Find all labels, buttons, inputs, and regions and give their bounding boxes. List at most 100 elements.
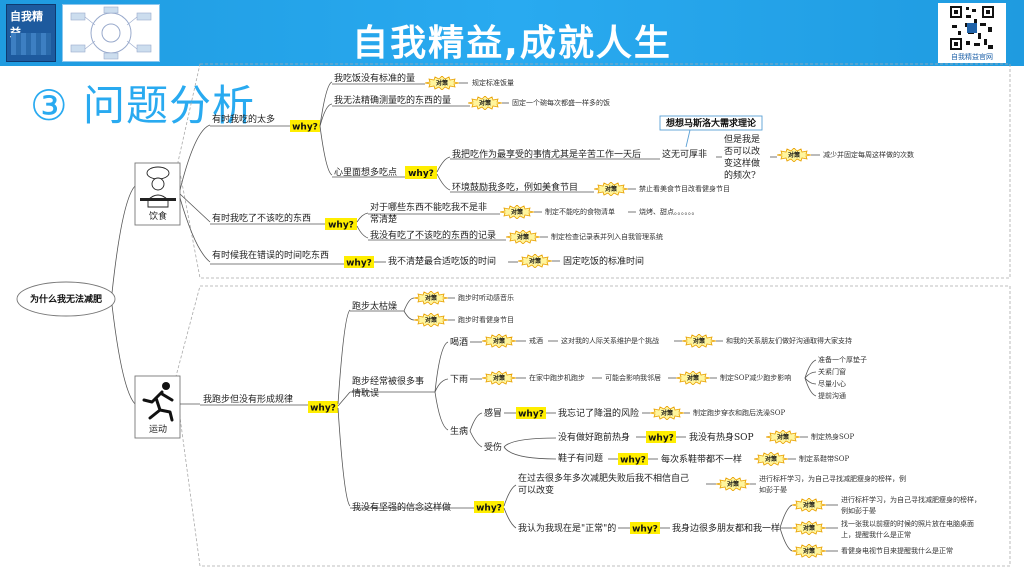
countermeasure-label: 对策: [425, 294, 437, 302]
diet-b2-c1-action: 制定不能吃的食物清单: [545, 207, 615, 216]
ex-d1-t3: 和我的关系朋友们做好沟通取得大家支持: [726, 336, 852, 345]
why-label: why?: [476, 504, 502, 514]
diet-d1-q4: 的频次?: [724, 169, 756, 181]
ex-c2-text-1: 跑步经常被很多事: [352, 375, 424, 387]
diet-d1-q2: 否可以改: [724, 145, 760, 157]
why-label: why?: [292, 123, 318, 133]
countermeasure-label: 对策: [727, 480, 739, 488]
ex-d2-t2: 可能会影响我邻居: [605, 373, 661, 382]
ex-c3-d1-action-1: 进行标杆学习，为自己寻找减肥瘦身的榜样，例: [759, 474, 906, 483]
why-label: why?: [648, 434, 674, 444]
ex-c3-d2-a1-1: 进行标杆学习，为自己寻找减肥瘦身的榜样，: [841, 495, 981, 504]
diet-d1-q1: 但是我是: [724, 133, 760, 145]
section-number: ③: [30, 81, 69, 130]
countermeasure-label: 对策: [777, 433, 789, 441]
diet-d1-q3: 变这样做: [724, 157, 760, 169]
diet-d1-mid: 这无可厚非: [662, 148, 707, 160]
ex-c3-d1-action-2: 如彭于晏: [759, 485, 787, 494]
ex-c3-d2-a3: 看健身电视节目来提醒我什么是正常: [841, 546, 953, 555]
why-label: why?: [408, 169, 434, 179]
diet-d1-action: 减少并固定每周这样做的次数: [823, 150, 914, 159]
diet-b2-label: 有时我吃了不该吃的东西: [212, 212, 311, 224]
countermeasure-label: 对策: [803, 524, 815, 532]
ex-f1-t1: 没有做好跑前热身: [558, 431, 630, 443]
chef-icon: [140, 166, 176, 208]
diet-d2-text: 环境鼓励我多吃，例如美食节目: [452, 181, 578, 193]
ex-e1-t1: 我忘记了降温的风险: [558, 407, 639, 419]
mindmap-thumbnail-image: [62, 4, 160, 62]
ex-c3-d2-a2-2: 上，提醒我什么是正常: [841, 530, 911, 539]
ex-c3-d2-t2: 我身边很多朋友都和我一样: [672, 522, 780, 534]
diet-b2-c2-action: 制定检查记录表并列入自我管理系统: [551, 232, 663, 241]
ex-c3-d2-a2-1: 找一张我以前瘦的时候的照片放在电脑桌面: [841, 519, 974, 528]
diet-b3-label: 有时候我在错误的时间吃东西: [212, 249, 329, 261]
diet-b2-c1-text-2: 常清楚: [370, 213, 397, 225]
runner-icon: [142, 382, 174, 422]
diet-b3-c1-action: 固定吃饭的标准时间: [563, 255, 644, 267]
countermeasure-label: 对策: [661, 409, 673, 417]
countermeasure-label: 对策: [765, 455, 777, 463]
diet-b3-c1-text: 我不清楚最合适吃饭的时间: [388, 255, 496, 267]
ex-f1-t2: 我没有热身SOP: [689, 431, 754, 443]
exercise-b1-label: 我跑步但没有形成规律: [203, 393, 293, 405]
ex-d2-list-1: 准备一个厚垫子: [818, 355, 867, 364]
exercise-label: 运动: [149, 424, 167, 435]
book-cover-image: 自我精益: [6, 4, 56, 62]
countermeasure-label: 对策: [803, 547, 815, 555]
countermeasure-label: 对策: [511, 208, 523, 216]
countermeasure-label: 对策: [425, 316, 437, 324]
diet-b1-c1-action: 规定标准饭量: [472, 78, 514, 87]
why-label: why?: [328, 221, 354, 231]
section-title: ③ 问题分析: [30, 72, 255, 133]
ex-c3-d1-text-2: 可以改变: [518, 484, 554, 496]
ex-c1-a2: 跑步时看健身节目: [458, 315, 514, 324]
diet-b1-c1-text: 我吃饭没有标准的量: [334, 72, 415, 84]
exercise-node: 运动: [134, 375, 181, 439]
countermeasure-label: 对策: [529, 257, 541, 265]
maslow-callout-text: 想想马斯洛大需求理论: [665, 117, 757, 129]
diet-b2-c1-extra: 烧烤、甜点。。。。。。: [639, 207, 699, 216]
ex-f2-t3: 制定系鞋带SOP: [799, 454, 850, 463]
diet-d1-text: 我把吃作为最享受的事情尤其是辛苦工作一天后: [452, 148, 641, 160]
ex-c1-text: 跑步太枯燥: [352, 300, 397, 312]
maslow-callout: 想想马斯洛大需求理论: [659, 115, 763, 148]
header-banner: 自我精益 自我精益,成就人生: [0, 0, 1024, 66]
ex-d2-list-3: 尽量小心: [818, 379, 846, 388]
diet-b1-c2-action: 固定一个碗每次都盛一样多的饭: [512, 98, 610, 107]
root-label: 为什么我无法减肥: [30, 293, 102, 305]
ex-d1-t1: 戒酒: [529, 336, 543, 345]
ex-c3-d1-text-1: 在过去很多年多次减肥失败后我不相信自己: [518, 472, 689, 484]
ex-c3-d2-a1-2: 例如彭于晏: [841, 506, 876, 515]
countermeasure-label: 对策: [479, 99, 491, 107]
diet-b1-label: 有时我吃的太多: [212, 113, 275, 125]
qr-code-image: 自我精益官网: [938, 3, 1006, 63]
diet-b2-c2-text: 我没有吃了不该吃的东西的记录: [370, 229, 496, 241]
ex-e1-t2: 制定跑步穿衣和跑后洗澡SOP: [693, 408, 786, 417]
ex-f1-t3: 制定热身SOP: [811, 432, 855, 441]
ex-d3-label: 生病: [450, 425, 468, 437]
ex-d1-t2: 这对我的人际关系维护是个挑战: [561, 336, 659, 345]
book-title: 自我精益: [10, 10, 43, 39]
qr-caption: 自我精益官网: [951, 53, 993, 61]
why-label: why?: [620, 456, 646, 466]
ex-e2-label: 受伤: [484, 441, 502, 453]
ex-c3-text: 我没有坚强的信念这样做: [352, 501, 451, 513]
ex-d2-list-2: 关紧门窗: [818, 367, 846, 376]
diet-outline: [177, 63, 1011, 279]
ex-d2-label: 下雨: [450, 374, 468, 385]
countermeasure-label: 对策: [605, 185, 617, 193]
countermeasure-label: 对策: [803, 501, 815, 509]
why-label: why?: [346, 259, 372, 269]
ex-f2-t1: 鞋子有问题: [558, 452, 603, 464]
countermeasure-label: 对策: [493, 374, 505, 382]
diet-label: 饮食: [149, 210, 167, 222]
root-node: 为什么我无法减肥: [16, 281, 116, 317]
ex-c1-a1: 跑步时听动感音乐: [458, 293, 514, 302]
countermeasure-label: 对策: [788, 151, 800, 159]
why-label: why?: [518, 410, 544, 420]
countermeasure-label: 对策: [493, 337, 505, 345]
diet-b2-c1-text-1: 对于哪些东西不能吃我不是非: [370, 201, 487, 213]
why-label: why?: [310, 404, 336, 414]
countermeasure-label: 对策: [517, 233, 529, 241]
ex-c2-text-2: 情耽误: [352, 387, 379, 399]
